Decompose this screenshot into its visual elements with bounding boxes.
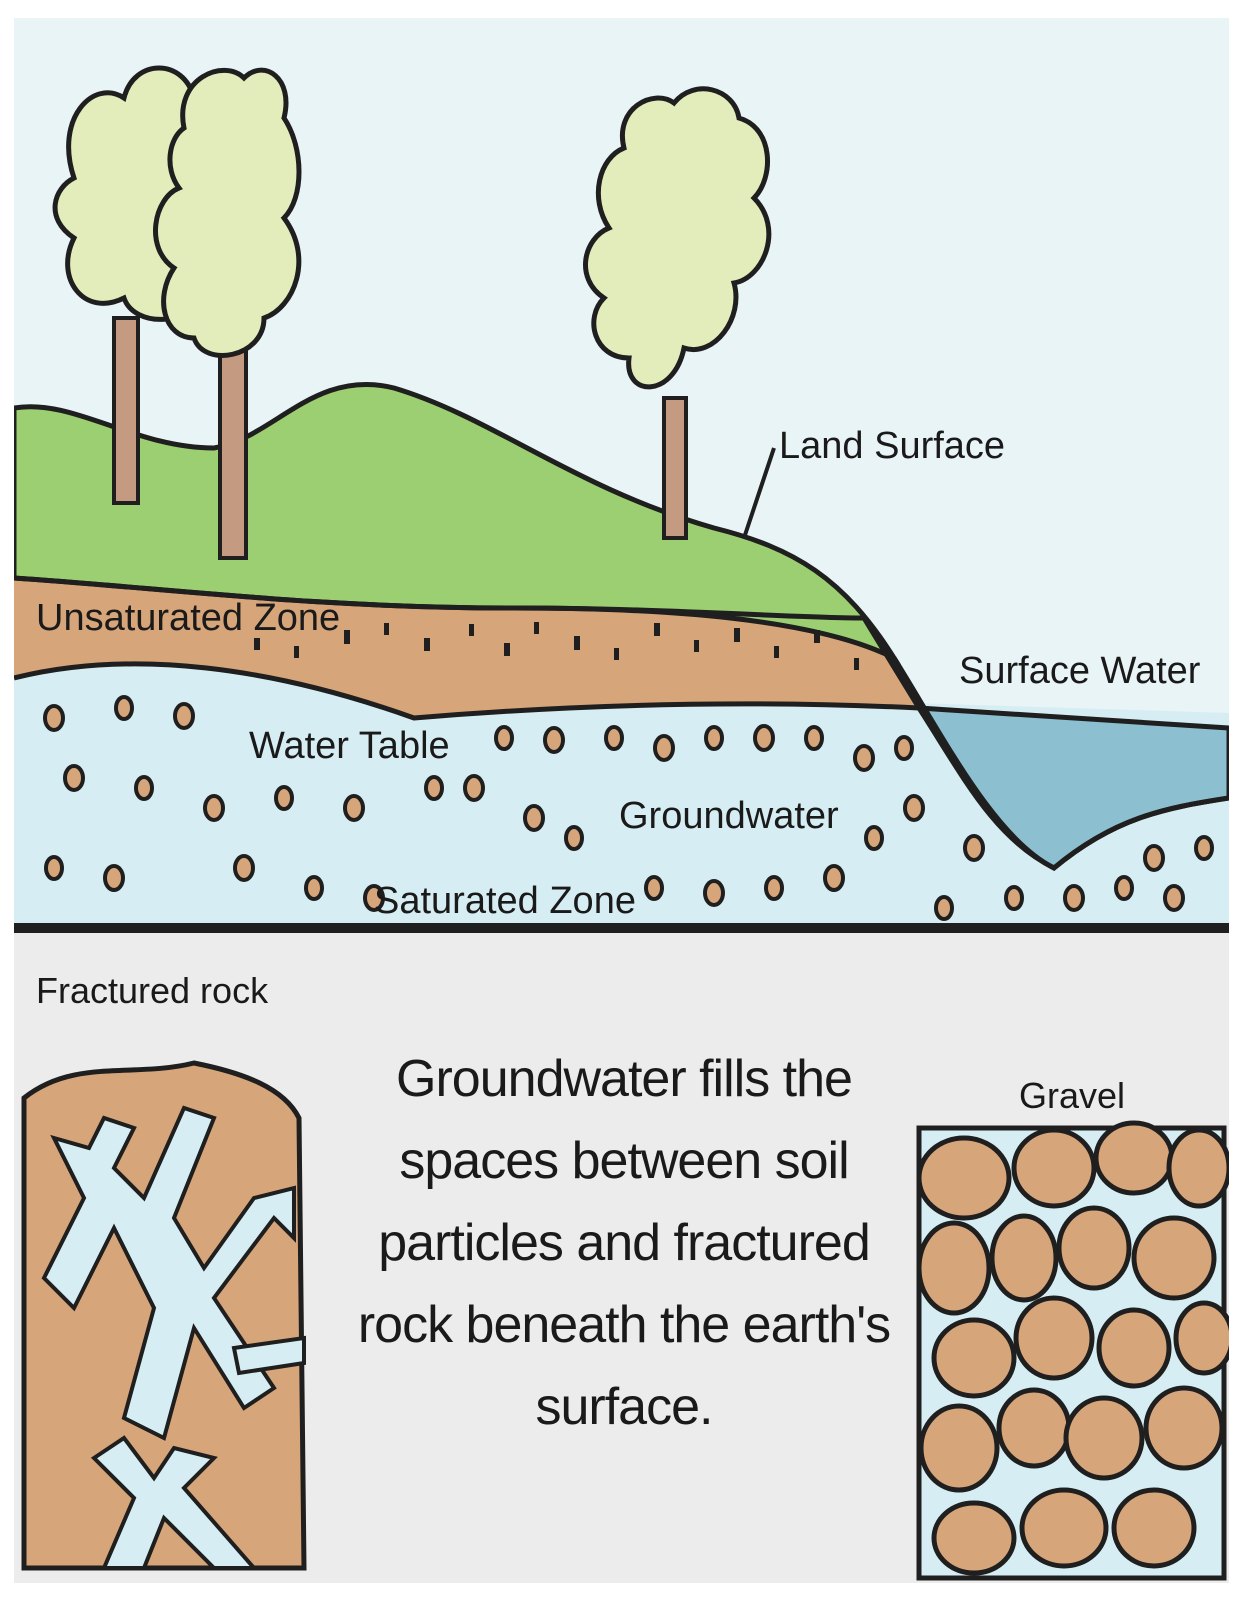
fractured-rock-label: Fractured rock (36, 970, 269, 1011)
panel-divider (14, 923, 1229, 933)
surface-water-label: Surface Water (959, 650, 1201, 692)
diagram-caption: Groundwater fills the spaces between soi… (344, 1038, 904, 1448)
water-table-label: Water Table (249, 725, 450, 767)
gravel-illustration (919, 1123, 1229, 1578)
groundwater-label: Groundwater (619, 795, 839, 837)
fractured-rock-illustration (24, 1063, 304, 1568)
gravel-label: Gravel (1019, 1075, 1125, 1116)
land-surface-label: Land Surface (779, 425, 1005, 467)
unsaturated-zone-label: Unsaturated Zone (36, 597, 340, 639)
groundwater-diagram: Land Surface Unsaturated Zone Surface Wa… (14, 18, 1229, 1583)
saturated-zone-label: Saturated Zone (374, 880, 636, 922)
